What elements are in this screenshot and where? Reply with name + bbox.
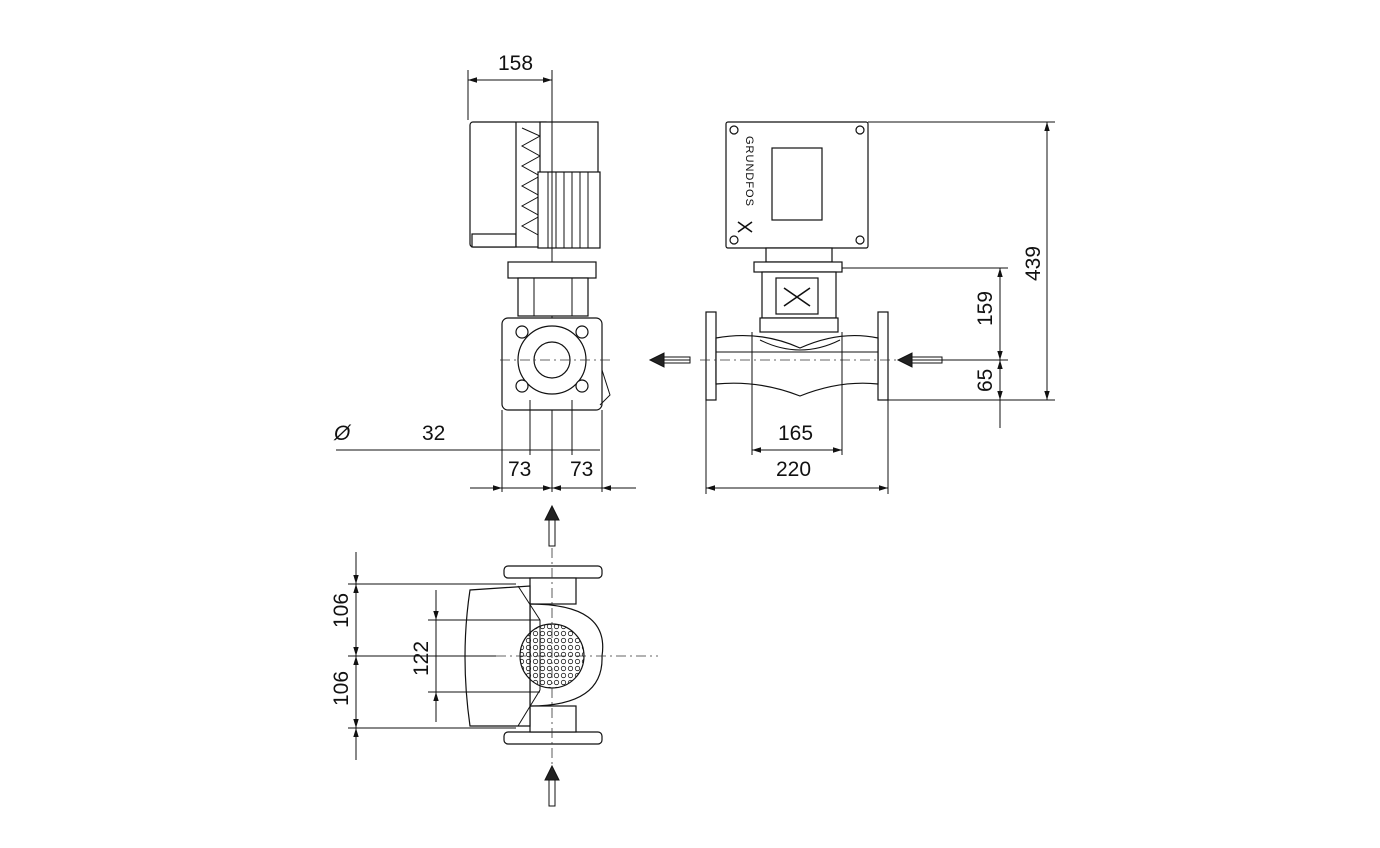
dim-159: 159: [974, 291, 997, 326]
dim-32: 32: [422, 422, 445, 445]
dim-65: 65: [974, 369, 997, 392]
top-view: 106 106 122: [330, 504, 658, 807]
grundfos-logo-icon-2: [783, 287, 811, 307]
flow-arrow-bottom-icon: [544, 764, 560, 807]
inlet-arrow-icon: [896, 352, 943, 368]
front-view: 439 GRUNDFOS 159 65: [648, 121, 1055, 494]
dim-73-left: 73: [508, 458, 531, 481]
brand-text-vertical: GRUNDFOS: [743, 136, 755, 207]
dim-220: 220: [776, 458, 811, 481]
dim-165: 165: [778, 422, 813, 445]
flow-arrow-top-icon: [544, 504, 560, 547]
side-view: 158 Ø 32: [333, 52, 636, 492]
diameter-symbol: Ø: [333, 422, 352, 445]
dim-106-upper: 106: [330, 593, 353, 628]
outlet-arrow-icon: [648, 352, 691, 368]
dim-158: 158: [498, 52, 533, 75]
dim-122: 122: [410, 641, 433, 676]
dim-439: 439: [1022, 246, 1045, 281]
grundfos-logo-icon: [737, 221, 753, 233]
dim-73-right: 73: [570, 458, 593, 481]
dim-106-lower: 106: [330, 671, 353, 706]
